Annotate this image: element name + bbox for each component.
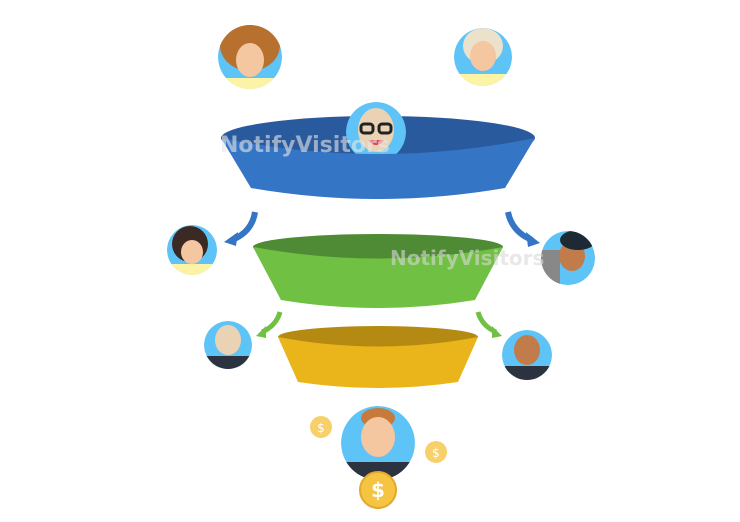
svg-text:$: $ xyxy=(317,421,325,435)
avatar-man-eyepatch xyxy=(204,321,252,369)
funnel-top-stage xyxy=(221,102,535,199)
avatar-man-hat xyxy=(541,231,595,285)
avatar-bald-man xyxy=(502,330,552,380)
coin: $ xyxy=(359,471,397,509)
avatar-bald-man-glasses xyxy=(346,102,406,162)
svg-text:$: $ xyxy=(432,446,440,460)
svg-text:$: $ xyxy=(371,478,385,502)
avatar-woman-glasses xyxy=(167,225,217,275)
watermark-logo: NotifyVisitors xyxy=(390,246,544,270)
watermark-logo: NotifyVisitors xyxy=(220,133,390,158)
funnel-middle-stage xyxy=(253,234,503,308)
coin: $ xyxy=(310,416,332,438)
avatar-woman-curly-hair xyxy=(218,25,282,89)
avatar-happy-customer xyxy=(341,406,415,480)
avatar-old-woman xyxy=(454,28,512,86)
funnel-bottom-stage xyxy=(278,326,478,388)
coin: $ xyxy=(425,441,447,463)
